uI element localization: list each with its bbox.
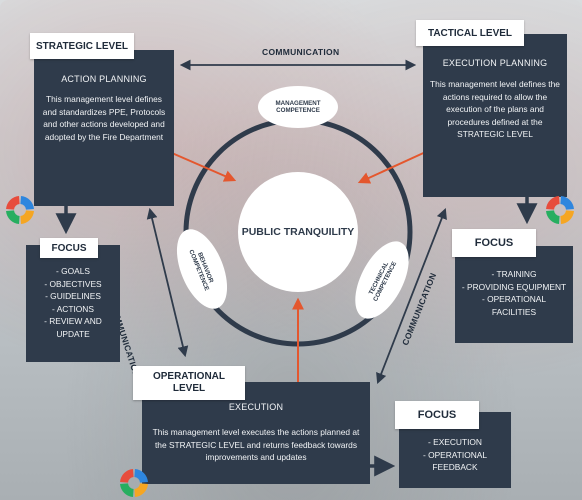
pdca-cycle-icon — [546, 196, 574, 224]
public-tranquility-label: PUBLIC TRANQUILITY — [241, 226, 355, 238]
pdca-segment-act — [6, 196, 20, 210]
pdca-segment-plan — [560, 196, 574, 210]
tactical-focus-title: FOCUS — [452, 229, 536, 257]
pdca-segment-plan — [20, 196, 34, 210]
list-item: - ACTIONS — [52, 303, 94, 314]
operational-subtitle: EXECUTION — [228, 402, 284, 412]
pdca-cycle-icon — [6, 196, 34, 224]
pdca-segment-act — [546, 196, 560, 210]
management-competence-ellipse: MANAGEMENT COMPETENCE — [258, 86, 338, 128]
pdca-segment-check — [546, 210, 560, 224]
tactical-level-box: EXECUTION PLANNING This management level… — [423, 34, 567, 197]
strategic-subtitle: ACTION PLANNING — [61, 74, 147, 84]
pdca-segment-act — [120, 469, 134, 483]
operational-level-title: OPERATIONAL LEVEL — [133, 366, 245, 400]
list-item: - EXECUTION — [428, 437, 482, 447]
list-item: - GOALS — [56, 266, 90, 276]
operational-focus-list: - EXECUTION - OPERATIONAL FEEDBACK — [403, 436, 507, 474]
tactical-subtitle: EXECUTION PLANNING — [442, 58, 548, 68]
tactical-description: This management level defines the action… — [430, 79, 560, 139]
communication-arrow-left — [146, 207, 189, 358]
strategic-focus-box: - GOALS - OBJECTIVES - GUIDELINES - ACTI… — [26, 245, 120, 362]
list-item: - TRAINING — [491, 269, 537, 279]
management-competence-label: MANAGEMENT COMPETENCE — [275, 99, 321, 115]
communication-label-top: COMMUNICATION — [262, 47, 340, 57]
strategic-level-box: ACTION PLANNING This management level de… — [34, 50, 174, 206]
tactical-to-center-arrow — [357, 149, 431, 184]
tactical-focus-list: - TRAINING - PROVIDING EQUIPMENT - OPERA… — [459, 268, 569, 318]
strategic-to-center-arrow — [164, 149, 237, 182]
pdca-segment-do — [560, 210, 574, 224]
strategic-level-title: STRATEGIC LEVEL — [30, 33, 134, 59]
list-item: - OPERATIONAL FACILITIES — [481, 294, 547, 317]
communication-arrow-right — [376, 207, 447, 385]
strategic-focus-list: - GOALS - OBJECTIVES - GUIDELINES - ACTI… — [30, 265, 116, 340]
strategic-description: This management level defines and standa… — [42, 94, 166, 142]
list-item: - GUIDELINES — [45, 291, 101, 301]
pdca-cycle-icon — [120, 469, 148, 497]
list-item: - PROVIDING EQUIPMENT — [461, 281, 567, 292]
public-tranquility-circle: PUBLIC TRANQUILITY — [238, 172, 358, 292]
tactical-focus-box: - TRAINING - PROVIDING EQUIPMENT - OPERA… — [455, 246, 573, 343]
pdca-segment-do — [20, 210, 34, 224]
pdca-segment-do — [134, 483, 148, 497]
pdca-segment-check — [120, 483, 134, 497]
tactical-level-title: TACTICAL LEVEL — [416, 20, 524, 46]
strategic-focus-title: FOCUS — [40, 238, 98, 258]
list-item: - OPERATIONAL FEEDBACK — [422, 449, 488, 473]
operational-description: This management level executes the actio… — [152, 427, 360, 462]
operational-focus-title: FOCUS — [395, 401, 479, 429]
pdca-segment-check — [6, 210, 20, 224]
list-item: - REVIEW AND UPDATE — [44, 316, 102, 339]
pdca-segment-plan — [134, 469, 148, 483]
list-item: - OBJECTIVES — [44, 278, 102, 289]
